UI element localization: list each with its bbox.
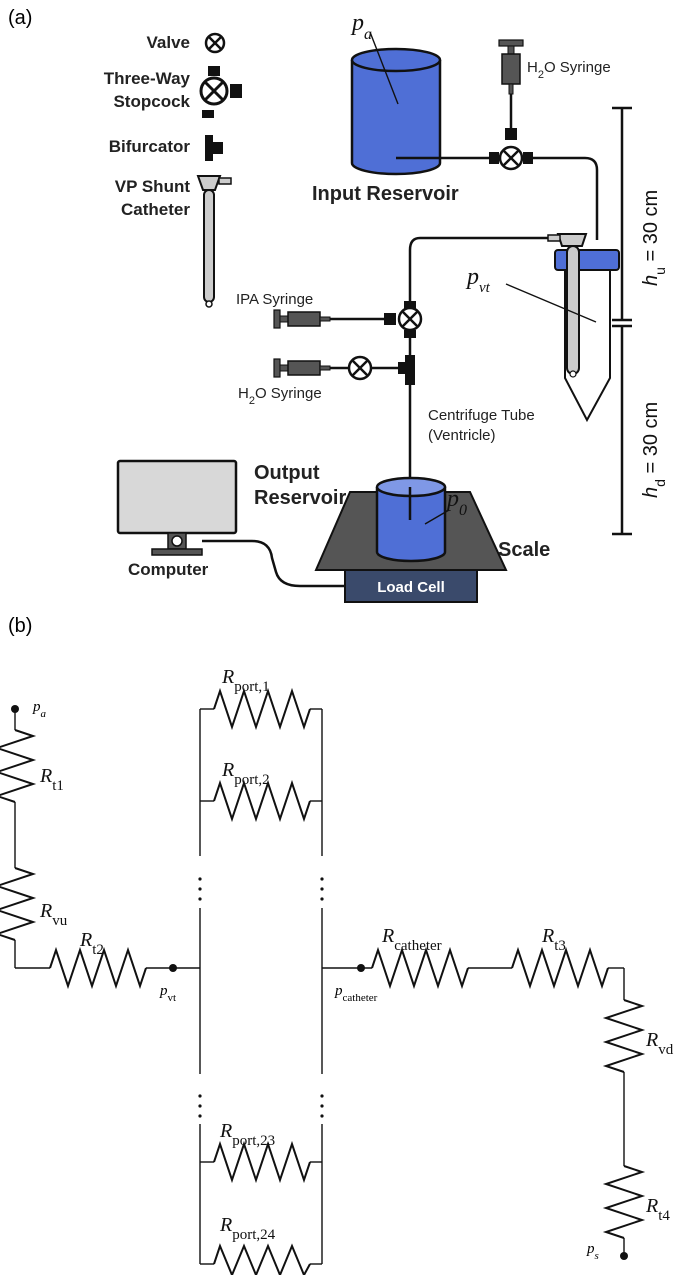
centrifuge-label-1: Centrifuge Tube [428, 407, 535, 424]
resistor-t2-label: Rt2 [79, 929, 104, 958]
resistor-port-23 [213, 1140, 311, 1184]
h2o-syringe-top-icon [498, 39, 524, 95]
resistor-t1-label: Rt1 [39, 765, 64, 794]
output-reservoir-icon [375, 476, 447, 563]
legend-catheter-label-2: Catheter [121, 200, 190, 219]
load-cell-label: Load Cell [377, 579, 445, 596]
output-reservoir-label-1: Output [254, 462, 320, 484]
panel-b-label: (b) [8, 615, 32, 637]
h2o-syringe-top-label: H2O Syringe [527, 59, 611, 81]
computer-label: Computer [128, 560, 209, 579]
legend-stopcock-label-2: Stopcock [113, 92, 190, 111]
legend-stopcock-label-1: Three-Way [104, 69, 191, 88]
resistor-catheter [371, 946, 469, 990]
resistor-vu-label: Rvu [39, 900, 68, 929]
pa-label: pa [350, 10, 372, 43]
resistor-catheter-label: Rcatheter [381, 925, 442, 954]
hu-label: hu = 30 cm [640, 190, 668, 286]
resistor-t3 [511, 946, 609, 990]
resistor-vd [602, 999, 646, 1073]
height-bar [612, 106, 632, 536]
centrifuge-tube-icon [547, 233, 620, 423]
output-reservoir-label-2: Reservoir [254, 487, 346, 509]
legend-catheter-label-1: VP Shunt [115, 177, 191, 196]
ellipsis-bottom [198, 1094, 324, 1118]
p0-pointer [424, 509, 450, 525]
h2o-syringe-lower-icon [273, 358, 331, 378]
computer-icon [116, 459, 238, 556]
stopcock-top-icon [489, 128, 533, 171]
stopcock-lower-icon [384, 301, 423, 338]
resistor-port-2 [213, 779, 311, 823]
resistor-vu [0, 867, 37, 941]
resistor-port-1-label: Rport,1 [221, 666, 270, 695]
input-reservoir-icon [350, 47, 442, 176]
h2o-syringe-lower-label: H2O Syringe [238, 385, 322, 407]
resistor-vd-label: Rvd [645, 1029, 674, 1058]
node-pvt-label: pvt [159, 983, 176, 1004]
resistor-port-1 [213, 687, 311, 731]
legend-bifurcator-icon [205, 135, 223, 161]
legend-valve-label: Valve [147, 33, 191, 52]
resistor-port-23-label: Rport,23 [219, 1120, 275, 1149]
hd-label: hd = 30 cm [640, 402, 668, 498]
pvt-label: pvt [465, 264, 491, 296]
input-reservoir-label: Input Reservoir [312, 183, 459, 205]
resistor-t2 [49, 946, 147, 990]
node-pa-label: pa [32, 699, 47, 720]
legend-bifurcator-label: Bifurcator [109, 137, 191, 156]
pvt-pointer [505, 283, 597, 323]
node-pcatheter-label: pcatheter [334, 983, 378, 1004]
ipa-syringe-icon [273, 309, 331, 329]
node-ps [620, 1252, 628, 1260]
ipa-syringe-label: IPA Syringe [236, 291, 313, 308]
resistor-t3-label: Rt3 [541, 925, 566, 954]
resistor-t1 [0, 729, 37, 803]
legend-catheter-icon [196, 175, 232, 308]
valve-lower-icon [347, 355, 373, 381]
resistor-t4 [602, 1165, 646, 1239]
resistor-port-24 [213, 1243, 311, 1275]
centrifuge-label-2: (Ventricle) [428, 427, 496, 444]
bifurcator-lower-icon [398, 355, 415, 385]
resistor-port-24-label: Rport,24 [219, 1214, 276, 1243]
pa-pointer [369, 31, 399, 105]
resistor-t4-label: Rt4 [645, 1195, 670, 1224]
scale-label: Scale [498, 539, 550, 561]
resistor-port-2-label: Rport,2 [221, 759, 270, 788]
node-pvt [169, 964, 177, 972]
node-ps-label: ps [586, 1241, 599, 1262]
node-pcatheter [357, 964, 365, 972]
p0-label: p0 [445, 486, 467, 519]
panel-a-label: (a) [8, 7, 32, 29]
legend-valve-icon [204, 32, 226, 54]
ellipsis-top [198, 877, 324, 901]
legend-stopcock-icon [199, 66, 242, 118]
